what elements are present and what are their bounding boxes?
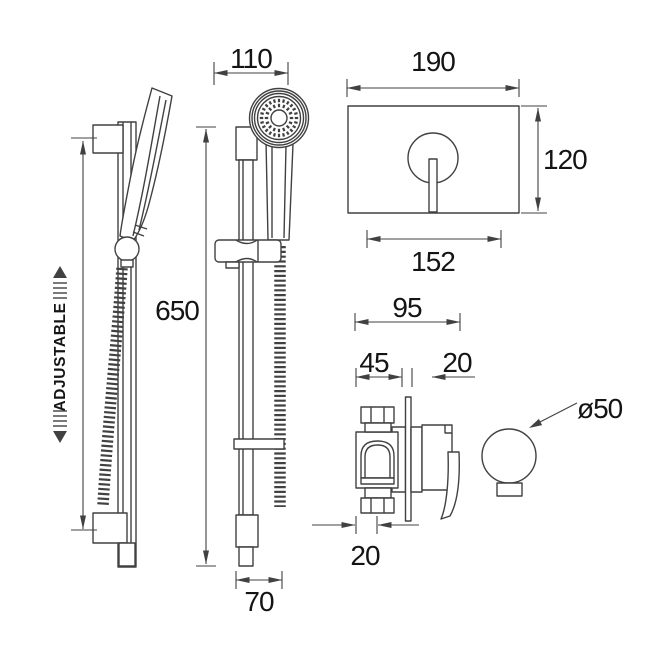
- control-knob: [481, 428, 537, 484]
- dim-95: 95: [354, 292, 461, 331]
- leader-arrow-icon: [529, 418, 543, 428]
- dim-190: 190: [346, 46, 520, 97]
- dim-20-front: 20: [431, 347, 475, 380]
- lower-bracket-front: [233, 438, 285, 450]
- dim-152-label: 152: [411, 246, 455, 277]
- handset-head-front: [248, 87, 310, 149]
- hose-side: [97, 267, 128, 506]
- leader-line: [537, 402, 578, 424]
- dim-650: 650: [155, 126, 216, 567]
- wall-plate-edge: [404, 396, 412, 522]
- valve-spacer: [410, 426, 423, 493]
- dim-20-inlet-label: 20: [350, 540, 380, 571]
- valve-plate-front-view: [347, 105, 520, 214]
- rail-front-view: [214, 87, 310, 567]
- valve-handle-base: [421, 424, 453, 491]
- knob-base: [496, 482, 523, 497]
- dim-70: 70: [235, 571, 283, 617]
- handset-handle-front: [265, 139, 294, 241]
- slider-knob-side: [114, 236, 140, 262]
- dim-20-front-label: 20: [442, 347, 472, 378]
- dim-650-label: 650: [155, 295, 199, 326]
- adjustable-dimension: ADJUSTABLE: [52, 137, 97, 531]
- dim-diameter-label: ø50: [577, 393, 623, 424]
- top-bracket-side: [92, 124, 124, 154]
- dim-95-label: 95: [392, 292, 422, 323]
- rail-side-view: [92, 87, 173, 568]
- valve-lever-side: [440, 451, 461, 520]
- valve-lever-front: [428, 158, 438, 213]
- tick-marks-bottom: [53, 410, 67, 427]
- cartridge-arch: [360, 440, 395, 479]
- valve-body-side: [355, 406, 399, 514]
- slider-bracket-front: [214, 239, 282, 269]
- dim-152: 152: [366, 230, 502, 277]
- dim-120: 120: [521, 105, 588, 214]
- control-knob-view: ø50: [481, 393, 624, 497]
- rail-front: [238, 159, 254, 516]
- dim-45-label: 45: [359, 347, 389, 378]
- dim-45: 45: [355, 347, 413, 387]
- valve-side-view: [355, 396, 461, 522]
- arrow-up-icon: [53, 266, 67, 278]
- adjustable-label: ADJUSTABLE: [52, 302, 69, 411]
- dim-110-label: 110: [230, 43, 272, 74]
- dim-70-label: 70: [244, 586, 274, 617]
- top-hex-nut: [360, 406, 395, 424]
- dim-190-label: 190: [411, 46, 455, 77]
- spray-center: [270, 109, 288, 127]
- dim-110: 110: [213, 43, 289, 85]
- bottom-bracket-side: [92, 512, 128, 544]
- handset-face-dots: [259, 98, 299, 138]
- rail-bottom-connector: [235, 514, 259, 548]
- arrow-down-icon: [53, 431, 67, 443]
- tick-marks-top: [53, 282, 67, 299]
- bottom-hex-nut: [360, 497, 395, 514]
- dim-20-inlet: 20: [312, 516, 419, 571]
- dim-120-label: 120: [543, 144, 587, 175]
